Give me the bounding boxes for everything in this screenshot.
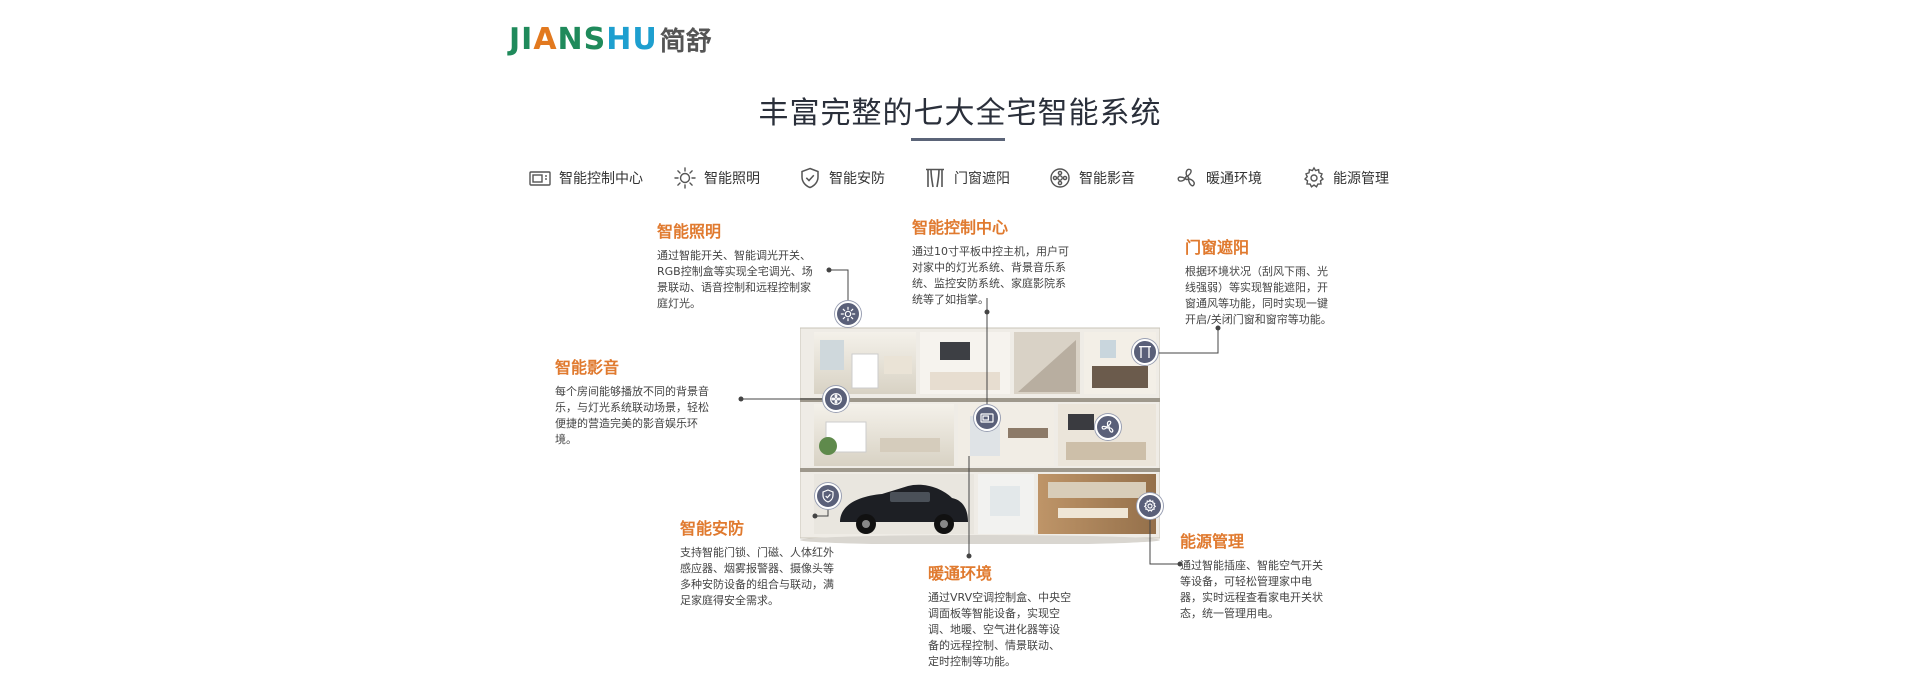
- hotspot-energy[interactable]: [1137, 493, 1163, 519]
- feature-title: 门窗遮阳: [1185, 238, 1250, 257]
- description-line: 定时控制等功能。: [928, 655, 1016, 668]
- description-line: 通过VRV空调控制盒、中央空: [928, 591, 1072, 604]
- curtain-icon: [926, 168, 944, 188]
- nav-label: 智能安防: [829, 171, 885, 187]
- description-line: 感应器、烟雾报警器、摄像头等: [680, 562, 834, 575]
- description-line: 每个房间能够播放不同的背景音: [555, 385, 709, 398]
- feature-audio-video: 智能影音 每个房间能够播放不同的背景音 乐，与灯光系统联动场景，轻松 便捷的营造…: [555, 354, 735, 448]
- nav-label: 能源管理: [1333, 171, 1389, 187]
- feature-description: 通过10寸平板中控主机，用户可 对家中的灯光系统、背景音乐系 统、监控安防系统、…: [912, 244, 1092, 308]
- logo-part: A: [533, 21, 558, 57]
- feature-description: 每个房间能够播放不同的背景音 乐，与灯光系统联动场景，轻松 便捷的营造完美的影音…: [555, 384, 735, 448]
- description-line: 足家庭得安全需求。: [680, 594, 779, 607]
- description-line: 调、地暖、空气进化器等设: [928, 623, 1060, 636]
- description-line: 备的远程控制、情景联动、: [928, 639, 1060, 652]
- hotspot-security[interactable]: [815, 483, 841, 509]
- feature-title: 能源管理: [1180, 532, 1245, 551]
- description-line: 境。: [555, 433, 577, 446]
- nav-label: 智能影音: [1079, 171, 1135, 187]
- logo-part: HU: [606, 21, 658, 57]
- logo-part: NS: [557, 21, 607, 57]
- description-line: 庭灯光。: [657, 297, 701, 310]
- nav-item-hvac[interactable]: 暖通环境: [1175, 163, 1262, 193]
- logo-chinese: 简舒: [659, 26, 712, 57]
- description-line: 线强弱）等实现智能遮阳，开: [1185, 281, 1328, 294]
- page-title: 丰富完整的七大全宅智能系统: [758, 96, 1162, 131]
- description-line: 乐，与灯光系统联动场景，轻松: [555, 401, 709, 414]
- feature-title: 暖通环境: [928, 564, 993, 583]
- description-line: 支持智能门锁、门磁、人体红外: [680, 546, 834, 559]
- feature-description: 通过VRV空调控制盒、中央空 调面板等智能设备，实现空 调、地暖、空气进化器等设…: [928, 590, 1103, 670]
- nav-label: 暖通环境: [1206, 171, 1262, 187]
- description-line: 景联动、语音控制和远程控制家: [657, 281, 811, 294]
- shield-check-icon: [822, 489, 834, 503]
- description-line: 多种安防设备的组合与联动，满: [680, 578, 834, 591]
- nav-item-control-center[interactable]: 智能控制中心: [528, 163, 643, 193]
- feature-title: 智能影音: [555, 358, 620, 377]
- curtain-icon: [1139, 346, 1151, 358]
- description-line: 通过智能插座、智能空气开关: [1180, 559, 1323, 572]
- feature-description: 根据环境状况（刮风下雨、光 线强弱）等实现智能遮阳，开 窗通风等功能，同时实现一…: [1185, 264, 1365, 328]
- description-line: 统等了如指掌。: [912, 293, 989, 306]
- nav-label: 门窗遮阳: [954, 171, 1010, 187]
- description-line: 通过10寸平板中控主机，用户可: [912, 245, 1069, 258]
- fan-icon: [1101, 420, 1114, 433]
- system-nav: 智能控制中心 智能照明 智能安防 门窗遮阳 智能影音 暖通环境 能源管理: [525, 163, 1405, 193]
- feature-curtain: 门窗遮阳 根据环境状况（刮风下雨、光 线强弱）等实现智能遮阳，开 窗通风等功能，…: [1185, 234, 1365, 328]
- title-underline: [911, 138, 1005, 141]
- feature-title: 智能照明: [657, 222, 722, 241]
- description-line: 器，实时远程查看家电开关状: [1180, 591, 1323, 604]
- sun-icon: [674, 167, 696, 189]
- description-line: 态，统一管理用电。: [1180, 607, 1279, 620]
- description-line: 统、监控安防系统、家庭影院系: [912, 277, 1066, 290]
- gear-icon: [1143, 498, 1157, 512]
- description-line: 根据环境状况（刮风下雨、光: [1185, 265, 1328, 278]
- speaker-icon: [830, 393, 842, 405]
- logo-part: JI: [509, 21, 534, 57]
- brand-logo[interactable]: JIANSHU 简舒: [509, 22, 712, 57]
- feature-hvac: 暖通环境 通过VRV空调控制盒、中央空 调面板等智能设备，实现空 调、地暖、空气…: [928, 560, 1103, 670]
- description-line: 便捷的营造完美的影音娱乐环: [555, 417, 698, 430]
- feature-description: 支持智能门锁、门磁、人体红外 感应器、烟雾报警器、摄像头等 多种安防设备的组合与…: [680, 545, 860, 609]
- feature-security: 智能安防 支持智能门锁、门磁、人体红外 感应器、烟雾报警器、摄像头等 多种安防设…: [680, 515, 860, 609]
- gear-icon: [1303, 166, 1325, 188]
- hotspot-hvac[interactable]: [1095, 414, 1121, 440]
- description-line: RGB控制盒等实现全宅调光、场: [657, 265, 813, 278]
- feature-energy: 能源管理 通过智能插座、智能空气开关 等设备，可轻松管理家中电 器，实时远程查看…: [1180, 528, 1355, 622]
- shield-check-icon: [801, 167, 819, 189]
- description-line: 调面板等智能设备，实现空: [928, 607, 1060, 620]
- nav-item-audio-video[interactable]: 智能影音: [1048, 163, 1135, 193]
- description-line: 窗通风等功能，同时实现一键: [1185, 297, 1328, 310]
- control-panel-icon: [980, 413, 994, 423]
- feature-description: 通过智能插座、智能空气开关 等设备，可轻松管理家中电 器，实时远程查看家电开关状…: [1180, 558, 1355, 622]
- nav-label: 智能照明: [704, 171, 760, 187]
- control-panel-icon: [529, 171, 551, 186]
- fan-icon: [1177, 168, 1195, 187]
- hotspot-audio-video[interactable]: [823, 386, 849, 412]
- nav-item-curtain[interactable]: 门窗遮阳: [923, 163, 1010, 193]
- nav-label: 智能控制中心: [559, 171, 643, 187]
- description-line: 等设备，可轻松管理家中电: [1180, 575, 1312, 588]
- feature-title: 智能控制中心: [912, 218, 1009, 237]
- hotspot-lighting[interactable]: [835, 301, 861, 327]
- nav-item-energy[interactable]: 能源管理: [1302, 163, 1389, 193]
- feature-description: 通过智能开关、智能调光开关、 RGB控制盒等实现全宅调光、场 景联动、语音控制和…: [657, 248, 837, 312]
- feature-title: 智能安防: [680, 519, 745, 538]
- feature-control-center: 智能控制中心 通过10寸平板中控主机，用户可 对家中的灯光系统、背景音乐系 统、…: [912, 214, 1092, 308]
- nav-item-lighting[interactable]: 智能照明: [673, 163, 760, 193]
- feature-lighting: 智能照明 通过智能开关、智能调光开关、 RGB控制盒等实现全宅调光、场 景联动、…: [657, 218, 837, 312]
- description-line: 开启/关闭门窗和窗帘等功能。: [1185, 313, 1332, 326]
- description-line: 对家中的灯光系统、背景音乐系: [912, 261, 1066, 274]
- speaker-icon: [1050, 168, 1070, 188]
- logo-wordmark: JIANSHU: [509, 22, 658, 57]
- sun-icon: [840, 306, 856, 322]
- hotspot-curtain[interactable]: [1132, 339, 1158, 365]
- description-line: 通过智能开关、智能调光开关、: [657, 249, 811, 262]
- hotspot-control-center[interactable]: [974, 405, 1000, 431]
- nav-item-security[interactable]: 智能安防: [798, 163, 885, 193]
